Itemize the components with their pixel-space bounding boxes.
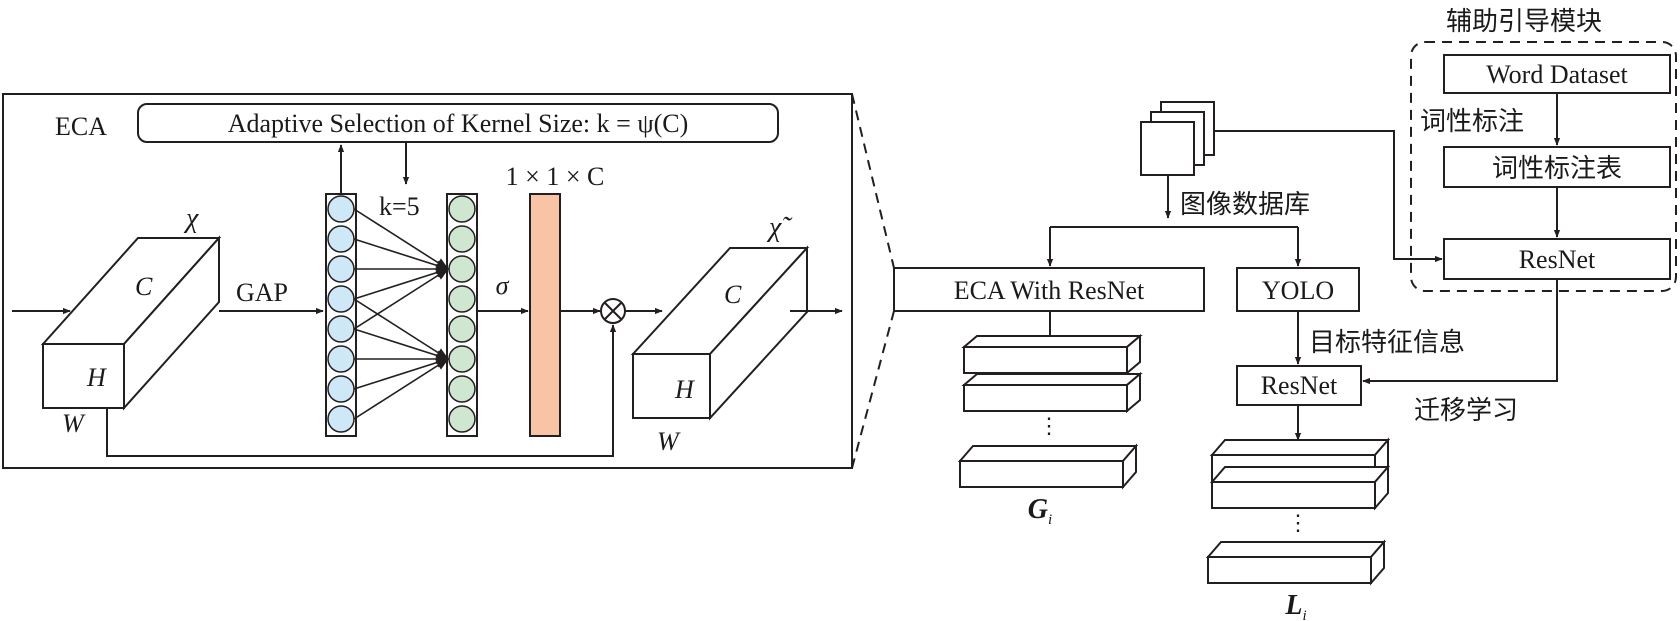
eca-resnet-label: ECA With ResNet [954, 276, 1145, 305]
local-feature-stack [1205, 437, 1391, 586]
input-tensor-h-label: H [86, 363, 107, 392]
output-tensor [630, 245, 810, 421]
kernel-connection-4 [353, 267, 450, 300]
conv-node-4 [448, 285, 476, 313]
zoom-line-bottom [851, 310, 895, 469]
aux-module-frame [1410, 41, 1677, 292]
eca-label: ECA [55, 112, 107, 141]
target-features-label: 目标特征信息 [1309, 328, 1465, 358]
gap-nodes [327, 195, 355, 433]
gap-node-8 [327, 405, 355, 433]
pos-tagging-label: 词性标注 [1420, 107, 1524, 137]
conv-node-5 [448, 315, 476, 343]
word-dataset-label: Word Dataset [1486, 60, 1628, 89]
kernel-selection-text: Adaptive Selection of Kernel Size: k = ψ… [228, 109, 689, 138]
gap-node-5 [327, 315, 355, 343]
conv-node-3 [448, 255, 476, 283]
input-tensor-c-label: C [135, 272, 153, 301]
eca-resnet-box [893, 267, 1205, 312]
input-tensor [40, 235, 222, 411]
weight-bar [529, 193, 561, 437]
input-tensor-symbol: χ [183, 203, 199, 234]
aux-resnet-box [1443, 238, 1671, 280]
sigma-label: σ [496, 271, 510, 300]
kernel-connection-7 [353, 328, 450, 361]
global-feature-label: Gi [1028, 494, 1052, 528]
local-feature-label: Li [1284, 590, 1306, 621]
pos-table-label: 词性标注表 [1492, 154, 1622, 184]
global-stack-ellipsis: ⋮ [1038, 413, 1060, 438]
conv-node-7 [448, 375, 476, 403]
local-stack-ellipsis: ⋮ [1287, 510, 1309, 535]
conv-node-6 [448, 345, 476, 373]
yolo-label: YOLO [1262, 276, 1334, 305]
kernel-connection-6 [353, 298, 450, 360]
gap-node-6 [327, 345, 355, 373]
kernel-connection-2 [353, 238, 450, 271]
transfer-learning-label: 迁移学习 [1414, 396, 1518, 426]
transfer-learning-arrow [1362, 279, 1558, 385]
conv-node-2 [448, 225, 476, 253]
kernel-selection-box [137, 103, 779, 143]
conv-node-8 [448, 405, 476, 433]
output-tensor-c-label: C [724, 280, 742, 309]
kernel-connection-9 [353, 357, 450, 390]
aux-module-title: 辅助引导模块 [1446, 7, 1602, 37]
image-db-to-aux-resnet-arrow [1214, 130, 1443, 263]
image-db-label: 图像数据库 [1180, 190, 1310, 220]
kernel-connection-5 [353, 268, 450, 330]
pos-table-box [1443, 146, 1671, 188]
output-tensor-w-label: W [657, 427, 681, 456]
gap-node-3 [327, 255, 355, 283]
gap-node-7 [327, 375, 355, 403]
output-tensor-h-label: H [674, 375, 695, 404]
aux-resnet-label: ResNet [1519, 245, 1596, 274]
weight-shape-label: 1 × 1 × C [506, 162, 605, 191]
kernel-connection-1 [353, 208, 450, 270]
local-resnet-label: ResNet [1261, 371, 1338, 400]
kernel-connection-10 [353, 358, 450, 420]
gap-node-4 [327, 285, 355, 313]
input-tensor-w-label: W [62, 409, 86, 438]
gap-node-2 [327, 225, 355, 253]
gap-node-1 [327, 195, 355, 223]
zoom-line-top [851, 93, 895, 269]
kernel-size-label: k=5 [379, 192, 420, 221]
global-feature-stack [957, 333, 1143, 490]
conv-node-1 [448, 195, 476, 223]
image-database-icon [1140, 101, 1215, 176]
skip-connection [106, 324, 617, 457]
kernel-connections [353, 208, 450, 420]
gap-label: GAP [236, 278, 288, 307]
conv-nodes [448, 195, 476, 433]
